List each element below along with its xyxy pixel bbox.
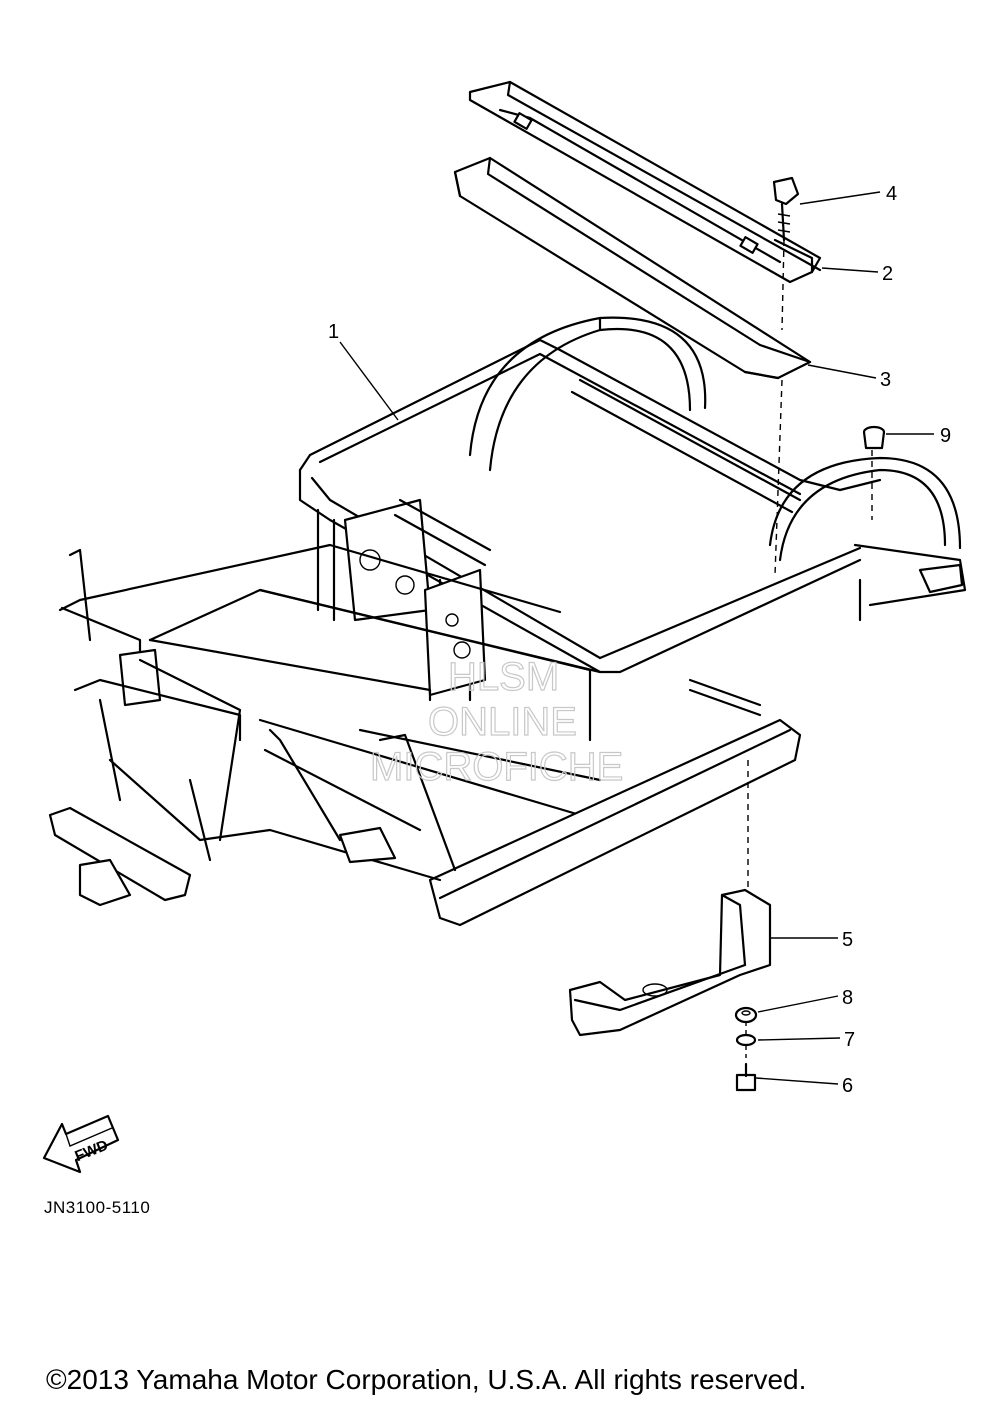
fwd-arrow-icon: FWD	[42, 1114, 120, 1174]
watermark-line-2: ONLINE	[428, 700, 577, 744]
watermark-line-1: HLSM	[448, 655, 559, 699]
callout-9: 9	[940, 425, 951, 447]
drawing-code: JN3100-5110	[44, 1198, 151, 1217]
part-4-bolt	[772, 176, 800, 242]
callout-4: 4	[886, 183, 897, 205]
part-6-bolt	[735, 1062, 757, 1092]
part-3-seat-bracket	[453, 156, 812, 380]
assembly-guide-lines	[745, 239, 873, 1062]
copyright-notice: ©2013 Yamaha Motor Corporation, U.S.A. A…	[46, 1364, 807, 1395]
part-1-frame	[48, 316, 967, 927]
callout-5: 5	[842, 929, 853, 951]
callout-6: 6	[842, 1075, 853, 1097]
watermark-line-3: MICROFICHE	[370, 745, 623, 789]
part-5-bracket	[568, 888, 772, 1037]
callout-7: 7	[844, 1029, 855, 1051]
part-9-collar	[862, 425, 886, 450]
callouts: 1 2 3 4 5 6 7 8 9	[328, 183, 951, 1097]
watermark: HLSM ONLINE MICROFICHE	[369, 654, 624, 789]
part-8-nut	[734, 1006, 758, 1024]
callout-1: 1	[328, 321, 339, 343]
callout-3: 3	[880, 369, 891, 391]
part-2-seat-rail	[468, 80, 822, 284]
leader-lines	[339, 191, 934, 1085]
callout-2: 2	[882, 263, 893, 285]
part-7-washer	[735, 1033, 757, 1047]
callout-8: 8	[842, 987, 853, 1009]
